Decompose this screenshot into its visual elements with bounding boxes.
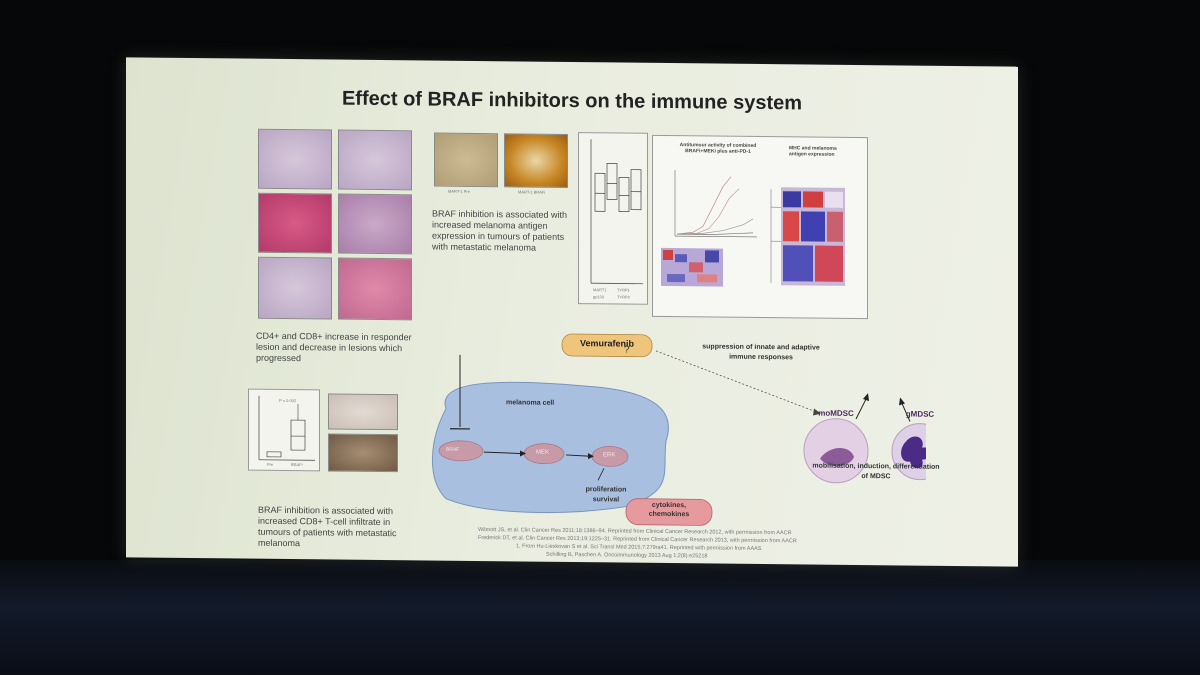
mart1-pre-image — [434, 132, 498, 188]
projected-slide: Effect of BRAF inhibitors on the immune … — [126, 57, 1018, 567]
caption-braf-antigen: BRAF inhibition is associated with incre… — [432, 208, 568, 253]
mart1-braf-image — [504, 133, 568, 188]
momdsc-label: moMDSC — [818, 408, 854, 418]
mart1-pre-label: MART-1 Pre — [448, 188, 470, 194]
ihc-image-cd8-progression — [338, 257, 412, 321]
question-mark: ? — [624, 344, 630, 356]
mhc-title: MHC and melanoma antigen expression — [789, 145, 837, 158]
proliferation-label: proliferation — [585, 486, 627, 494]
arrow-mek-erk — [565, 454, 589, 457]
arrow-braf-mek — [483, 451, 521, 454]
caption-braf-tcell: BRAF inhibition is associated with incre… — [258, 504, 397, 549]
ihc-image-cd8-pre — [338, 129, 412, 191]
combined-figure-svg — [661, 170, 845, 287]
pre-label: Pre — [267, 461, 274, 467]
reference-4: Schilling B, Paschen A. Oncoimmunology 2… — [546, 551, 708, 560]
antigen-boxplot: MART1 TYRP1 gp100 TYRP2 — [578, 132, 648, 305]
braf-node — [438, 440, 484, 462]
cd8-boxplot: P = 0.002 Pre BRAFi — [248, 388, 320, 472]
melanoma-cell-label: melanoma cell — [506, 399, 555, 407]
erk-label: ERK — [603, 452, 616, 459]
ihc-image-cd4-progression — [258, 256, 332, 320]
p-value-label: P = 0.002 — [279, 397, 297, 404]
ihc-image-cd8-response — [338, 193, 412, 255]
cytokines-label: cytokines, — [651, 501, 687, 510]
antigen-boxplot-svg — [590, 139, 643, 285]
chemokines-label: chemokines — [648, 510, 690, 519]
mek-label: MEK — [536, 449, 550, 456]
cd8-boxplot-svg — [258, 395, 315, 461]
antigen-x-label-1: TYRP1 — [617, 287, 630, 293]
vemurafenib-box — [561, 333, 653, 358]
braf-label: BRAF — [446, 446, 460, 453]
cytokine-box — [625, 498, 713, 526]
gmdsc-label: gMDSC — [905, 409, 935, 419]
brafi-label: BRAFi — [291, 462, 303, 468]
caption-cd4-cd8: CD4+ and CD8+ increase in responder lesi… — [256, 330, 412, 364]
combined-figure: Antitumour activity of combined BRAFi+ME… — [652, 134, 868, 320]
mart1-braf-label: MART-1 BRAFi — [518, 189, 546, 195]
vemurafenib-label: Vemurafenib — [579, 338, 635, 349]
cd8-ihc-pre — [328, 393, 398, 431]
slide-title: Effect of BRAF inhibitors on the immune … — [341, 87, 803, 115]
ihc-image-cd4-pre — [258, 128, 332, 190]
ihc-image-cd4-response — [258, 192, 332, 254]
pathway-diagram — [431, 333, 926, 526]
stage-background — [0, 560, 1200, 675]
antigen-x-label-0: MART1 — [593, 287, 607, 293]
antigen-x-label-3: TYRP2 — [617, 294, 630, 300]
cd8-ihc-braf — [328, 433, 398, 473]
antitumour-title: Antitumour activity of combined BRAFi+ME… — [679, 142, 757, 155]
antigen-x-label-2: gp100 — [593, 294, 605, 300]
